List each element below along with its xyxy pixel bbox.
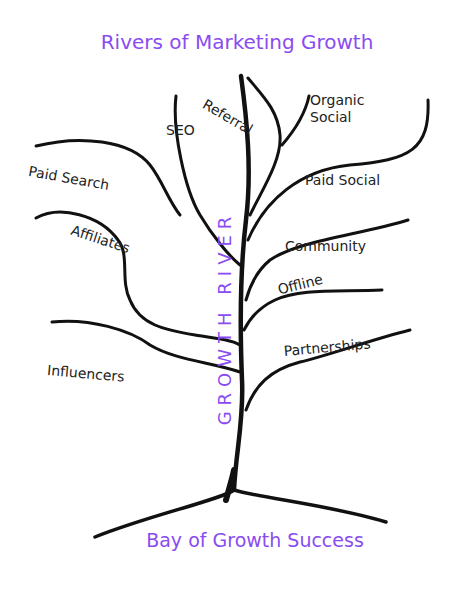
diagram-title: Rivers of Marketing Growth xyxy=(101,30,374,54)
bay-shore xyxy=(234,490,386,522)
community-branch xyxy=(246,220,408,300)
partnerships-branch xyxy=(246,330,410,410)
branch-label: Paid Search xyxy=(27,163,110,194)
referral-branch xyxy=(248,78,280,215)
river-name: GROWTH RIVER xyxy=(216,211,233,426)
organic-branch xyxy=(282,96,309,145)
branch-label: SEO xyxy=(166,122,195,139)
affiliates-branch xyxy=(36,212,240,345)
branch-label: Influencers xyxy=(47,362,126,386)
offline-branch xyxy=(244,290,382,330)
branch-label: Affiliates xyxy=(69,222,132,257)
branch-label: Community xyxy=(285,238,366,255)
branch-label: Paid Social xyxy=(305,172,380,189)
main-river xyxy=(234,76,249,490)
branch-label: Organic Social xyxy=(310,92,380,126)
branch-label: Partnerships xyxy=(283,335,371,360)
river-mouth xyxy=(226,470,234,500)
diagram-caption: Bay of Growth Success xyxy=(146,528,364,552)
